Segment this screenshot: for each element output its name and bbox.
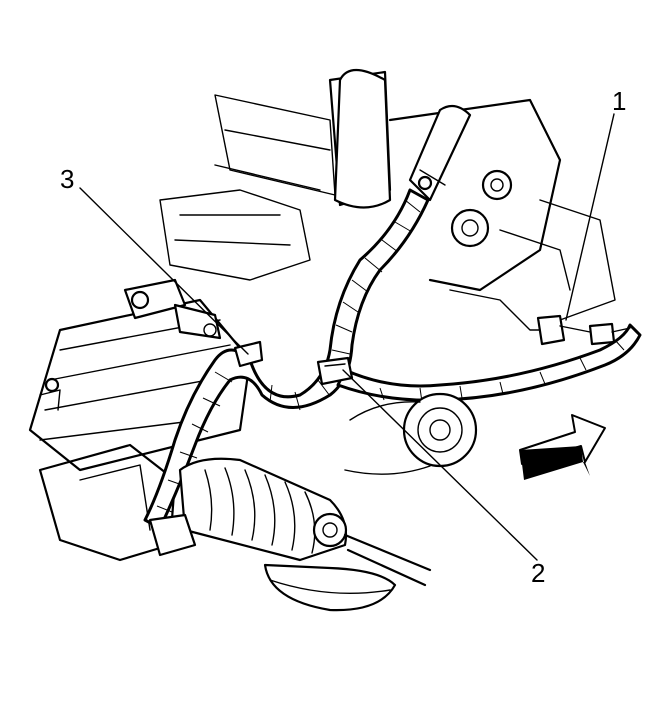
- left-connector-assembly: [39, 278, 222, 411]
- wiring-harness: [143, 188, 642, 530]
- steering-gear: [148, 457, 432, 612]
- callout-label-3: 3: [60, 164, 74, 194]
- engine-block: [28, 70, 616, 562]
- harness-connector: [449, 289, 631, 346]
- callout-leaders: [79, 113, 615, 561]
- coolant-hoses: [333, 68, 472, 209]
- front-direction-arrow-icon: [519, 414, 606, 480]
- drive-pulley: [344, 392, 478, 475]
- callout-label-2: 2: [531, 558, 545, 588]
- callout-label-1: 1: [612, 86, 626, 116]
